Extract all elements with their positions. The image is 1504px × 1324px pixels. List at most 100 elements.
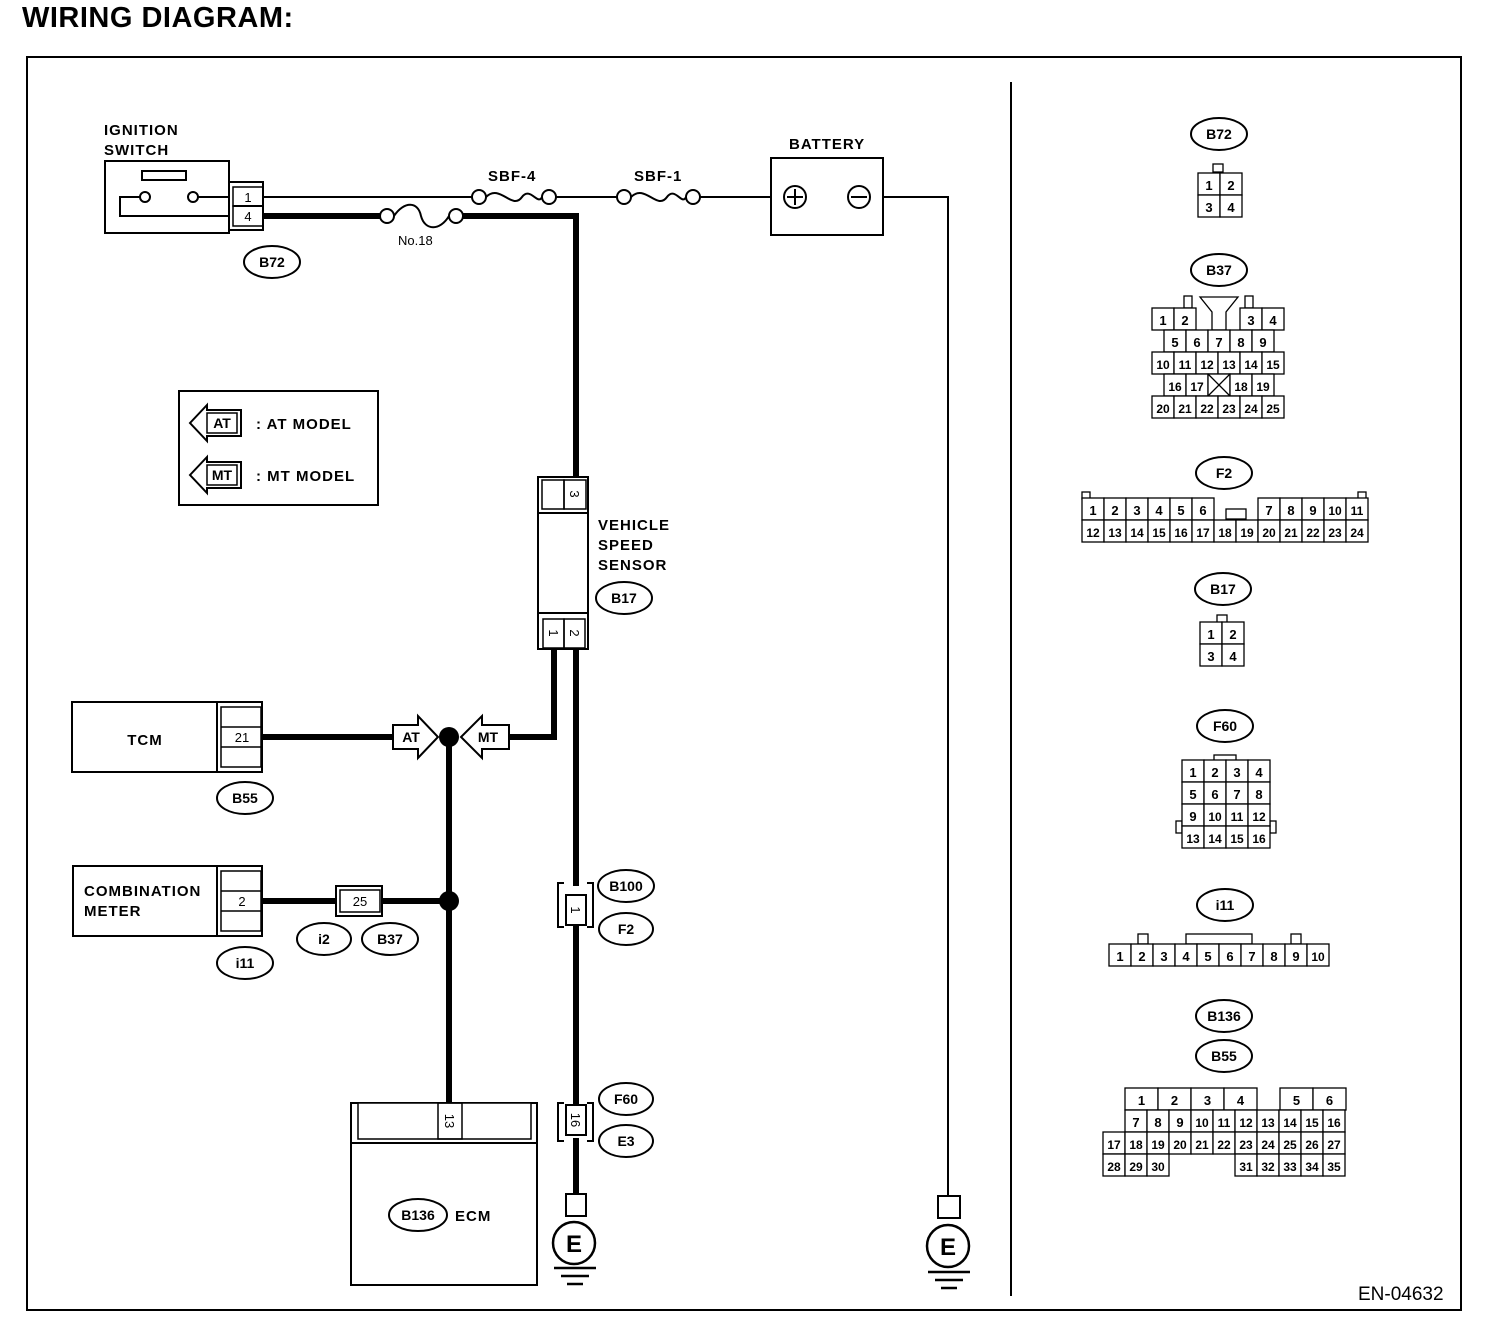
panel-i11-pin-10-cell [1306,943,1330,967]
panel-b37-pin-11: 11 [1179,358,1192,372]
panel-b72-pin-2: 2 [1227,178,1234,193]
ignition-pin-1: 1 [244,190,251,205]
mt-arrow [459,713,510,761]
connector-f2-label: F2 [618,921,635,937]
panel-b37-pin-19: 19 [1256,380,1270,394]
panel-f2-pin-24: 24 [1350,526,1364,540]
panel-b136-pin-21: 21 [1195,1138,1209,1152]
at-arrow-label: AT [402,729,420,745]
f60-pin-box [565,1104,587,1136]
panel-b136-pin-31: 31 [1239,1160,1253,1174]
panel-b17-pin-2: 2 [1229,627,1236,642]
panel-b37-pin-17: 17 [1190,380,1204,394]
panel-b37-pin-25-cell [1261,395,1285,419]
ignition-switch: IGNITION SWITCH 1 4 B72 [104,122,301,279]
connector-i2-tag [296,922,352,956]
jc-25-inner [339,889,381,913]
ecm: 13 B136 ECM [350,1102,538,1286]
jc-pin-25: 25 [353,894,367,909]
panel-b37-pin-7: 7 [1215,335,1222,350]
panel-b37-pin-16: 16 [1168,380,1182,394]
panel-i11-latch-right [1290,933,1302,945]
panel-b136-pin-10: 10 [1195,1116,1209,1130]
panel-b136-pin-14: 14 [1283,1116,1297,1130]
fuse-no18-terminal-left [379,208,395,224]
panel-b17-pin-4: 4 [1229,649,1237,664]
panel-f2-pin-2: 2 [1111,503,1118,518]
panel-b136-pin-15: 15 [1305,1116,1319,1130]
ecm-label: ECM [455,1208,491,1225]
wire-fuse18-vss3 [460,213,579,480]
panel-b136-pin-28: 28 [1107,1160,1121,1174]
panel-f2-pin-20: 20 [1262,526,1276,540]
panel-b37-pin-24: 24 [1244,402,1258,416]
panel-b37-latch-right [1244,295,1254,309]
panel-b136-pin-22: 22 [1217,1138,1231,1152]
panel-f2-pin-7: 7 [1265,503,1272,518]
panel-f2-pin-10: 10 [1328,504,1342,518]
junction-dot-top [439,727,459,747]
panel-b136-pin-18: 18 [1129,1138,1143,1152]
legend-at-tag: AT [213,415,231,431]
panel-f60-pin-4: 4 [1255,765,1263,780]
panel-f2-pin-19: 19 [1240,526,1254,540]
fuse-sbf1-element [630,191,687,203]
panel-b136-pin-27: 27 [1327,1138,1341,1152]
panel-i11-latch-left [1137,933,1149,945]
b100-pin-box [565,894,587,926]
connector-b100-tag [597,869,655,903]
inline-connector-f60-e3: 16 F60 E3 [557,1082,654,1158]
panel-i11-tag [1196,888,1254,922]
connector-i2-label: i2 [318,931,330,947]
panel-b37-pin-2: 2 [1181,313,1188,328]
panel-f2-pin-15: 15 [1152,526,1166,540]
panel-b37-pin-5: 5 [1171,335,1178,350]
fuse-sbf4-element [485,191,543,203]
connector-f60-label: F60 [614,1091,638,1107]
panel-b136-pin-16: 16 [1327,1116,1341,1130]
fuse-sbf4: SBF-4 [471,168,557,205]
panel-b37-tag [1190,253,1248,287]
vss-label-2: SPEED [598,537,654,554]
f60-bracket-left [557,1102,564,1142]
panel-i11-pin-6: 6 [1226,949,1233,964]
panel-b136-pin-19: 19 [1151,1138,1165,1152]
panel-b37-pin-15: 15 [1266,358,1280,372]
panel-b136-pin-4: 4 [1237,1093,1245,1108]
ignition-contact-left [139,191,151,203]
panel-f2-pin-5: 5 [1177,503,1184,518]
panel-f2-pin-16: 16 [1174,526,1188,540]
panel-b37-pin-8: 8 [1237,335,1244,350]
ignition-switch-label-2: SWITCH [104,142,169,159]
connector-i11-tag [216,946,274,980]
jc-25-outer [335,885,383,917]
vss-pin-2-box [563,618,586,649]
panel-b136-pin-17: 17 [1107,1138,1121,1152]
panel-f2-pin-22: 22 [1306,526,1320,540]
ground-sensor-tab [565,1193,587,1217]
ground-battery-circle [925,1223,971,1269]
fuse-sbf1-terminal-left [616,189,632,205]
vehicle-speed-sensor: 3 1 2 VEHICLE SPEED SENSOR B17 [537,476,669,650]
panel-b72-pin-4-cell [1219,194,1243,218]
panel-f60-pin-8: 8 [1255,787,1262,802]
panel-b136-pin-7: 7 [1132,1115,1139,1130]
legend-mt-tag: MT [212,467,233,483]
panel-b37-pin-9: 9 [1259,335,1266,350]
panel-i11-pin-9: 9 [1292,949,1299,964]
mt-arrow-label: MT [478,729,499,745]
panel-b136-pin-30: 30 [1151,1160,1165,1174]
panel-f60-pin-15: 15 [1230,832,1244,846]
legend-at-tag-box [206,412,238,434]
ignition-internal-wire [119,196,229,217]
panel-f60-pin-12: 12 [1252,810,1266,824]
ground-battery-label: E [940,1234,956,1261]
ignition-pin-4: 4 [244,209,251,224]
connector-b136-tag [388,1198,448,1232]
panel-b37-pin-12: 12 [1200,358,1214,372]
ground-battery: E [925,1195,971,1290]
ignition-contact-right [187,191,199,203]
vss-pin-blank-box [541,479,565,510]
panel-f2-pin-18: 18 [1218,526,1232,540]
